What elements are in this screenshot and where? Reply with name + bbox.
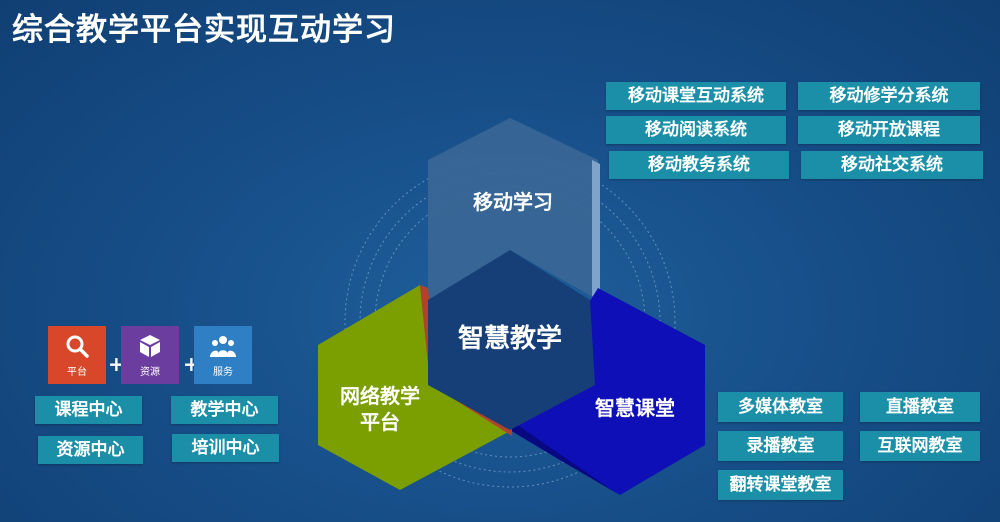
mobile-tag: 移动教务系统 (609, 151, 789, 179)
platform-tag: 资源中心 (38, 436, 143, 464)
segment-network-platform (318, 285, 512, 490)
tile-label: 平台 (67, 367, 87, 378)
page-title: 综合教学平台实现互动学习 (12, 12, 396, 48)
mobile-tag: 移动阅读系统 (606, 116, 786, 144)
classroom-tag: 录播教室 (718, 431, 843, 461)
classroom-tag: 多媒体教室 (718, 392, 843, 422)
segment-left-label-1: 网络教学 (340, 384, 420, 408)
tile-label: 服务 (213, 367, 233, 378)
users-icon (210, 336, 236, 357)
segment-top-label: 移动学习 (473, 190, 553, 214)
tile-service: 服务 (194, 326, 252, 384)
segment-mobile-learning (428, 118, 598, 300)
center-hex (428, 250, 595, 430)
segment-smart-classroom-shade (510, 424, 620, 495)
segment-right-label: 智慧课堂 (595, 396, 675, 420)
mobile-tag: 移动开放课程 (798, 116, 980, 144)
platform-tag: 教学中心 (171, 396, 278, 424)
platform-tag: 培训中心 (172, 434, 279, 462)
mobile-tag: 移动修学分系统 (798, 82, 980, 110)
platform-tag: 课程中心 (35, 396, 142, 424)
segment-smart-classroom (510, 288, 705, 495)
search-icon (66, 335, 89, 358)
segment-left-label-2: 平台 (360, 410, 400, 434)
mobile-tag: 移动课堂互动系统 (606, 82, 786, 110)
tile-resource: 资源 (121, 326, 179, 384)
classroom-tag: 互联网教室 (860, 431, 980, 461)
cube-icon (140, 335, 160, 357)
classroom-tag: 翻转课堂教室 (718, 470, 843, 500)
classroom-tag: 直播教室 (860, 392, 980, 422)
segment-mobile-learning-side (592, 160, 600, 300)
mobile-tag: 移动社交系统 (801, 151, 983, 179)
center-label: 智慧教学 (457, 324, 562, 354)
tile-label: 资源 (140, 367, 160, 378)
plus-sign: + (108, 352, 125, 376)
tile-platform: 平台 (48, 326, 106, 384)
